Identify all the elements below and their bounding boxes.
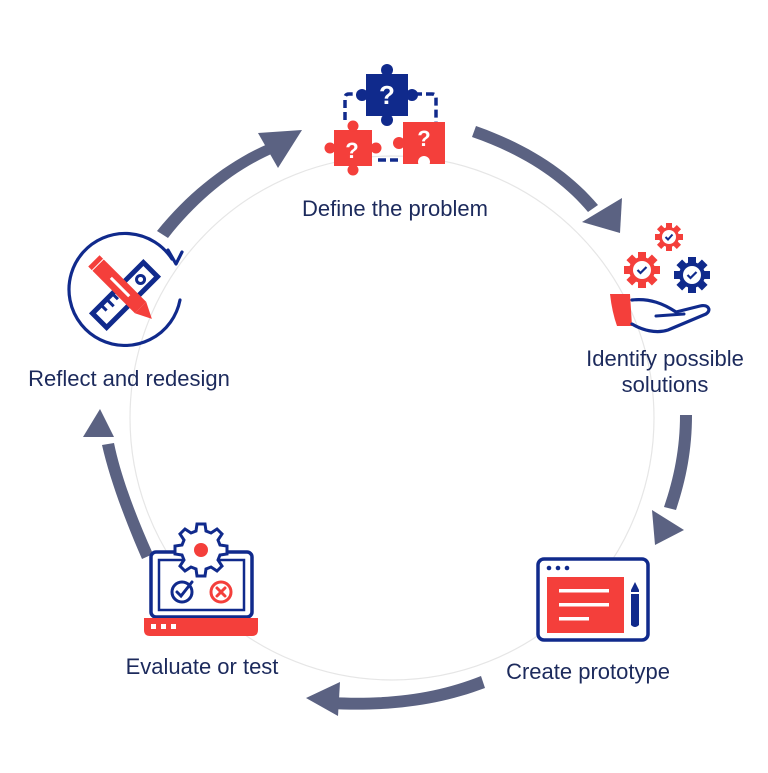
cycle-arrows — [83, 126, 692, 716]
arrow-create-to-evaluate — [306, 676, 485, 716]
step-label-identify: Identify possible solutions — [586, 346, 744, 397]
step-label-define: Define the problem — [302, 196, 488, 221]
hand-with-gears-icon — [610, 223, 711, 334]
step-label-evaluate: Evaluate or test — [125, 654, 279, 679]
svg-text:?: ? — [417, 126, 430, 151]
redesign-cycle-icon — [67, 231, 184, 347]
guide-circle — [129, 155, 655, 681]
arrow-define-to-identify — [472, 126, 622, 233]
arrow-reflect-to-define — [157, 130, 302, 238]
gear-check-icon-small — [655, 223, 683, 251]
arrow-identify-to-create — [652, 415, 692, 545]
step-label-reflect: Reflect and redesign — [28, 366, 230, 391]
arrow-evaluate-to-reflect — [83, 409, 153, 559]
puzzle-pieces-icon: ? ? ? — [324, 64, 445, 176]
gear-check-icon-left — [624, 252, 660, 288]
laptop-test-icon — [144, 522, 258, 636]
gear-icon — [173, 522, 229, 578]
svg-text:?: ? — [345, 138, 358, 163]
step-label-create: Create prototype — [506, 659, 670, 684]
pencil-icon — [88, 255, 152, 319]
gear-check-icon-right — [674, 257, 710, 293]
prototype-window-icon — [536, 557, 650, 642]
svg-text:?: ? — [379, 80, 395, 110]
